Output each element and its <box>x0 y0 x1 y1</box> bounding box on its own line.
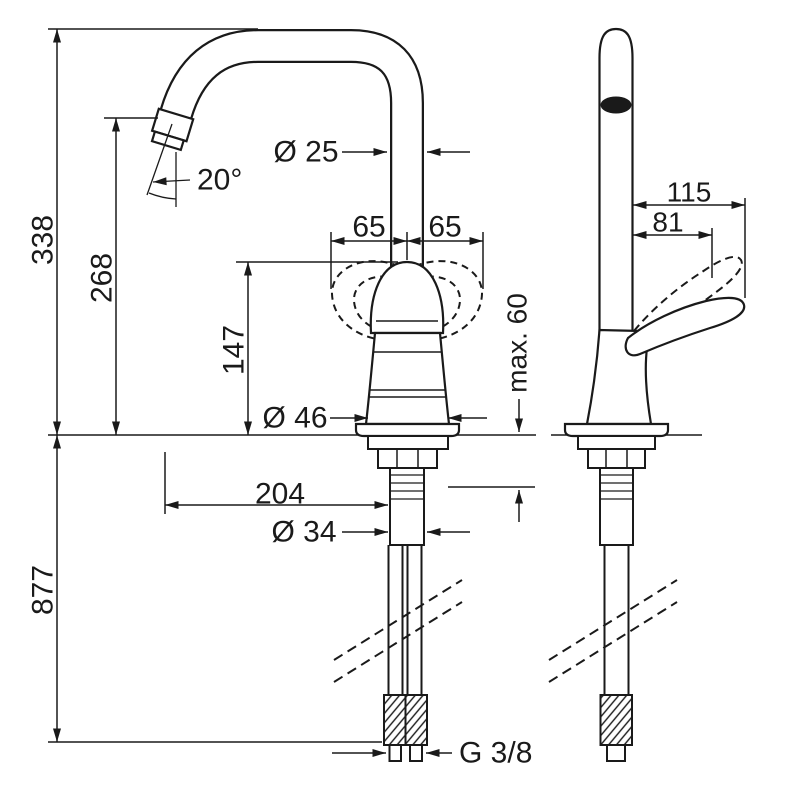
dim-label-swing-right: 65 <box>428 211 461 244</box>
escutcheon <box>354 422 461 438</box>
dim-label-shank-diameter: Ø 34 <box>271 516 336 549</box>
spout <box>159 28 424 276</box>
front-view <box>150 28 484 762</box>
handle-dome <box>369 260 445 335</box>
side-spout-pipe <box>598 27 634 333</box>
dim-label-handle-height: 147 <box>218 325 251 375</box>
faucet-body <box>364 331 451 426</box>
side-hose-connector <box>599 694 633 762</box>
dim-label-max-thickness: max. 60 <box>502 293 533 393</box>
dim-label-depth-handle: 81 <box>652 207 683 238</box>
hose-break-lines <box>333 579 463 683</box>
side-dimensions <box>633 198 746 298</box>
dim-label-depth-total: 115 <box>667 177 712 208</box>
side-shank-thread-lines <box>600 474 633 500</box>
side-hose-break-lines <box>548 579 678 683</box>
dim-label-hose-length: 877 <box>27 565 60 615</box>
dim-label-swing-left: 65 <box>352 211 385 244</box>
mounting-nut <box>377 448 438 469</box>
dim-label-pipe-diameter: Ø 25 <box>273 136 338 169</box>
angle-annotation <box>146 123 191 207</box>
side-outlet-mark <box>600 96 632 114</box>
dim-label-thread: G 3/8 <box>459 737 532 770</box>
angle-leader <box>152 177 191 186</box>
dim-label-spout-angle: 20° <box>197 164 242 197</box>
side-supply-hose <box>603 545 630 695</box>
shank-thread-lines <box>390 474 424 500</box>
front-dimensions <box>48 28 535 757</box>
side-mounting-nut <box>587 448 646 469</box>
side-handle-lever <box>624 296 746 357</box>
dim-label-total-height: 338 <box>27 215 60 265</box>
supply-hoses <box>387 545 423 695</box>
dim-label-base-diameter: Ø 46 <box>262 402 327 435</box>
dim-label-outlet-height: 268 <box>86 253 119 303</box>
dim-label-reach: 204 <box>255 478 305 511</box>
side-washer <box>577 435 656 450</box>
washer <box>367 435 449 450</box>
side-handle-dashed <box>633 255 743 339</box>
aerator <box>150 130 186 152</box>
side-escutcheon <box>563 422 670 438</box>
side-view <box>548 27 746 762</box>
dimension-labels: 338 877 268 147 max. 60 20° Ø 25 65 65 Ø… <box>27 136 712 770</box>
hose-connectors <box>383 694 428 762</box>
